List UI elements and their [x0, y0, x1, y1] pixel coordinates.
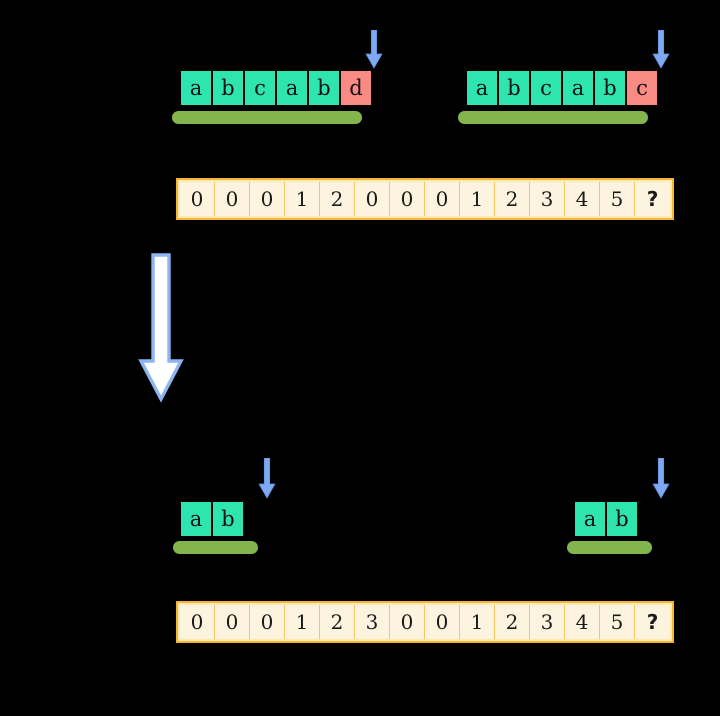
table-cell: 0 [215, 182, 250, 216]
table-cell: 5 [600, 182, 635, 216]
bottom-right-sequence: a b [574, 501, 638, 537]
table-cell: 1 [285, 182, 320, 216]
table-cell: 2 [320, 605, 355, 639]
letter-cell: b [308, 70, 340, 106]
table-cell: 2 [320, 182, 355, 216]
bottom-prefix-table: 0 0 0 1 2 3 0 0 1 2 3 4 5 ? [176, 601, 674, 643]
table-cell: 4 [565, 605, 600, 639]
letter-cell-mismatch: c [626, 70, 658, 106]
letter-cell: a [180, 70, 212, 106]
table-cell: 3 [530, 182, 565, 216]
table-cell: 0 [355, 182, 390, 216]
table-cell: 0 [425, 182, 460, 216]
table-cell: 0 [250, 182, 285, 216]
table-cell: 2 [495, 182, 530, 216]
letter-cell: c [530, 70, 562, 106]
letter-cell: a [466, 70, 498, 106]
top-left-sequence: a b c a b d [180, 70, 372, 106]
table-cell: 1 [460, 605, 495, 639]
bottom-right-highlight-bar [567, 541, 652, 554]
letter-cell: c [244, 70, 276, 106]
table-cell: 2 [495, 605, 530, 639]
table-cell-unknown: ? [635, 182, 670, 216]
letter-cell: a [574, 501, 606, 537]
table-cell: 0 [215, 605, 250, 639]
table-cell: 3 [355, 605, 390, 639]
letter-cell: b [594, 70, 626, 106]
table-cell: 4 [565, 182, 600, 216]
top-right-highlight-bar [458, 111, 648, 124]
letter-cell: b [212, 501, 244, 537]
letter-cell-mismatch: d [340, 70, 372, 106]
table-cell-unknown: ? [635, 605, 670, 639]
table-cell: 1 [285, 605, 320, 639]
top-right-sequence: a b c a b c [466, 70, 658, 106]
table-cell: 3 [530, 605, 565, 639]
transition-down-arrow-icon [138, 253, 184, 403]
letter-cell: a [276, 70, 308, 106]
table-cell: 0 [180, 182, 215, 216]
table-cell: 0 [390, 182, 425, 216]
top-left-pointer-arrow-icon [365, 29, 383, 72]
letter-cell: a [180, 501, 212, 537]
bottom-left-highlight-bar [173, 541, 258, 554]
letter-cell: b [498, 70, 530, 106]
letter-cell: a [562, 70, 594, 106]
table-cell: 0 [180, 605, 215, 639]
table-cell: 0 [390, 605, 425, 639]
bottom-right-pointer-arrow-icon [652, 457, 670, 500]
top-left-highlight-bar [172, 111, 362, 124]
table-cell: 0 [250, 605, 285, 639]
letter-cell: b [212, 70, 244, 106]
table-cell: 0 [425, 605, 460, 639]
table-cell: 5 [600, 605, 635, 639]
top-prefix-table: 0 0 0 1 2 0 0 0 1 2 3 4 5 ? [176, 178, 674, 220]
bottom-left-sequence: a b [180, 501, 244, 537]
bottom-left-pointer-arrow-icon [258, 457, 276, 500]
letter-cell: b [606, 501, 638, 537]
top-right-pointer-arrow-icon [652, 29, 670, 72]
table-cell: 1 [460, 182, 495, 216]
